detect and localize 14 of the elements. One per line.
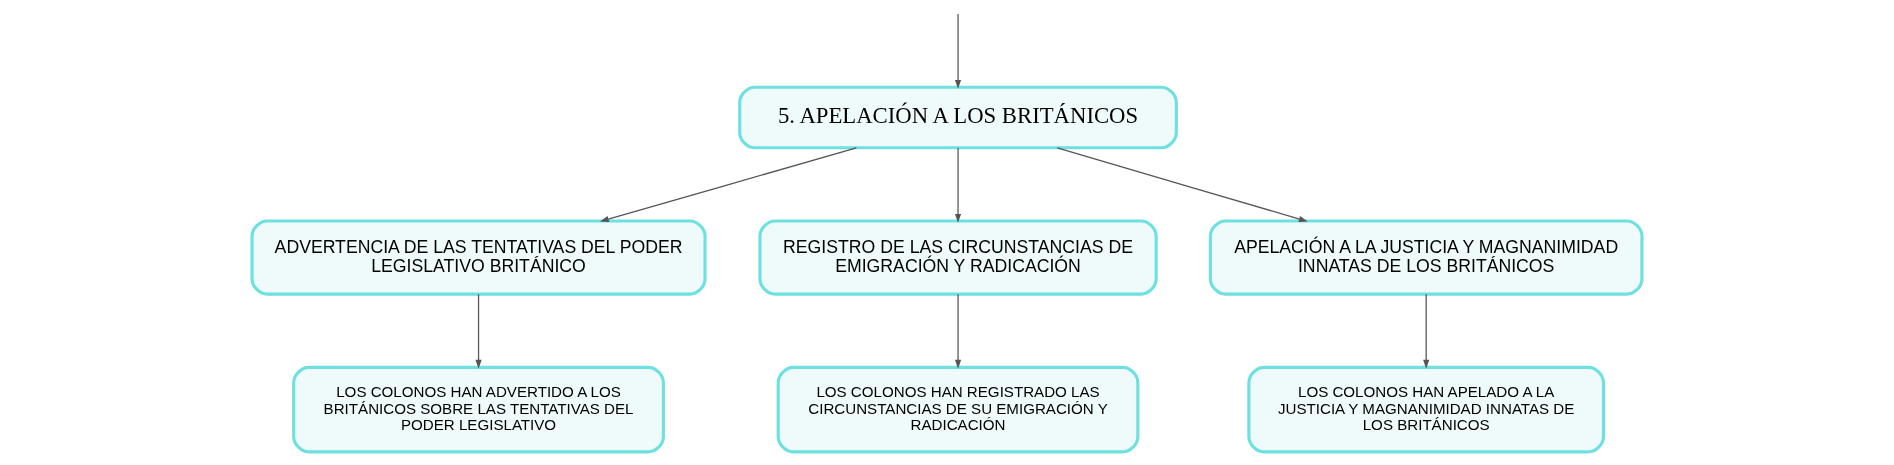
node-box: ADVERTENCIA DE LAS TENTATIVAS DEL PODER LEGISLATIVO BRITÁNICO [250,219,707,296]
node-box: LOS COLONOS HAN ADVERTIDO A LOS BRITÁNICOS SOBRE LAS TENTATIVAS DEL PODER LEGISLATIVO [292,365,665,454]
arrow [1056,147,1308,222]
node-box: 5. APELACIÓN A LOS BRITÁNICOS [738,85,1178,150]
arrow [954,293,962,369]
arrow [475,293,482,369]
arrow [1423,293,1430,369]
arrow [954,13,962,89]
arrow [599,147,857,222]
node-box: LOS COLONOS HAN REGISTRADO LAS CIRCUNSTANCIAS DE SU EMIGRACIÓN Y RADICACIÓN [776,365,1140,454]
node-box: LOS COLONOS HAN APELADO A LA JUSTICIA Y MAGNANIMIDAD INNATAS DE LOS BRITÁNICOS [1247,365,1606,454]
node-box: REGISTRO DE LAS CIRCUNSTANCIAS DE EMIGRACIÓN Y RADICACIÓN [758,219,1158,296]
node-box: APELACIÓN A LA JUSTICIA Y MAGNANIMIDAD INNATAS DE LOS BRITÁNICOS [1208,219,1644,296]
arrow [954,147,962,223]
